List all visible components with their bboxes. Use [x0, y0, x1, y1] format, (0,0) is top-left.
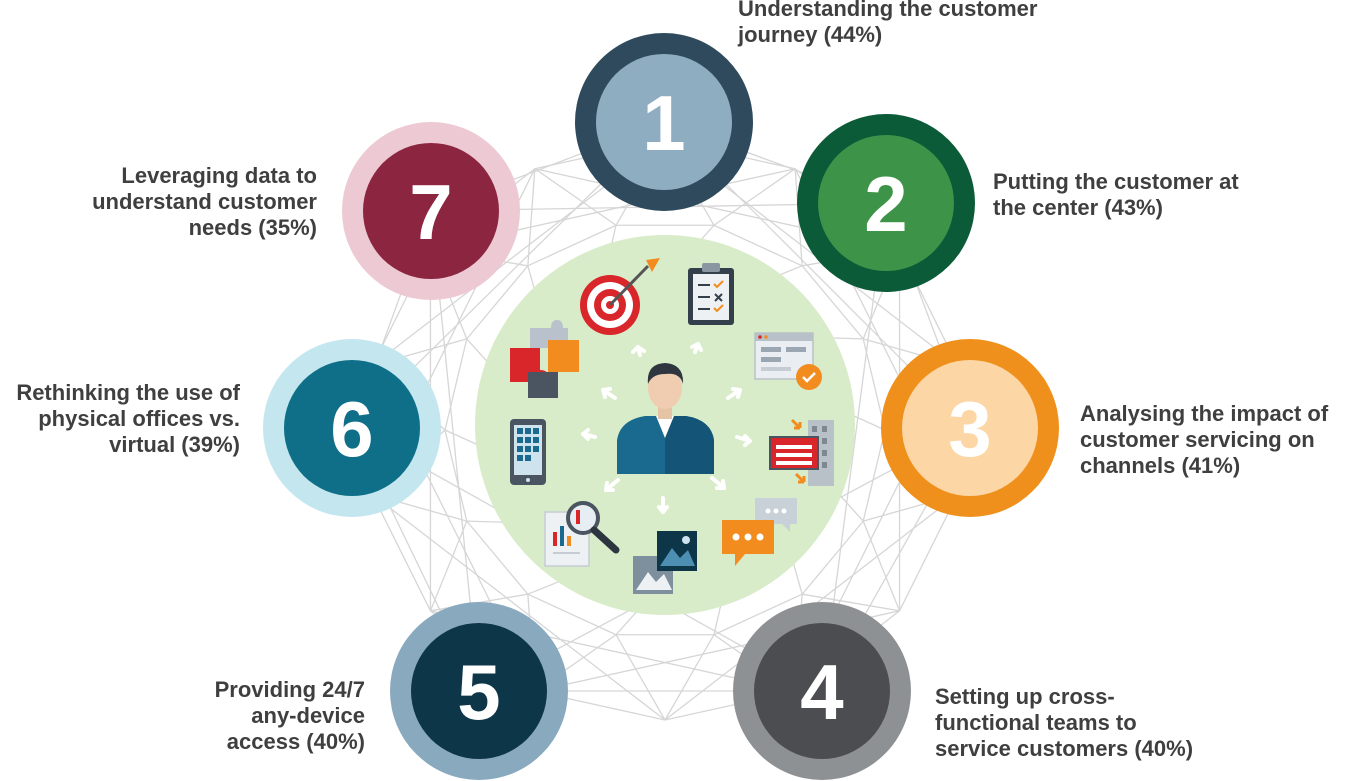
step-number: 6: [330, 385, 373, 473]
step-core: [411, 623, 547, 759]
step-core: [902, 360, 1038, 496]
web-line: [862, 429, 886, 522]
label-line: Providing 24/7: [214, 677, 365, 702]
checklist-icon: [688, 263, 734, 325]
web-line: [801, 265, 864, 340]
step-number: 7: [409, 168, 452, 256]
label-step-1: Understanding the customer journey (44%): [738, 0, 1037, 48]
label-line: physical offices vs.: [38, 406, 240, 431]
label-line: Leveraging data to: [121, 163, 317, 188]
label-line: Analysing the impact of: [1080, 401, 1329, 426]
chat-bubbles-icon: [722, 498, 797, 566]
step-number: 2: [864, 160, 907, 248]
label-line: service customers (40%): [935, 736, 1194, 761]
label-line: channels (41%): [1080, 453, 1241, 478]
report-magnifier-icon: [544, 501, 620, 567]
puzzle-icon: [510, 320, 579, 398]
web-line: [862, 338, 886, 431]
label-line: Putting the customer at: [993, 169, 1239, 194]
storefront-icon: [769, 418, 834, 486]
label-line: any-device: [251, 703, 365, 728]
step-core: [596, 54, 732, 190]
step-core: [818, 135, 954, 271]
label-line: understand customer: [92, 189, 317, 214]
step-nodes: 1 2 3 4 5 6 7: [263, 33, 1059, 780]
step-core: [284, 360, 420, 496]
web-line: [615, 634, 666, 721]
label-line: Setting up cross-: [935, 684, 1115, 709]
label-step-2: Putting the customer at the center (43%): [993, 169, 1239, 221]
web-line: [527, 168, 536, 266]
step-number: 5: [457, 648, 500, 736]
web-line: [713, 593, 803, 636]
picture-icon: [633, 531, 697, 594]
label-step-5: Providing 24/7 any-device access (40%): [215, 677, 365, 755]
label-line: functional teams to: [935, 710, 1137, 735]
web-line: [527, 593, 617, 636]
step-node-4: 4: [733, 602, 911, 780]
step-number: 4: [800, 648, 843, 736]
step-node-1: 1: [575, 33, 753, 211]
label-step-6: Rethinking the use of physical offices v…: [16, 380, 240, 458]
step-number: 1: [642, 79, 685, 167]
web-line: [429, 520, 468, 612]
label-line: access (40%): [226, 729, 365, 754]
step-node-7: 7: [342, 122, 520, 300]
label-line: journey (44%): [738, 22, 883, 47]
label-line: Understanding the customer: [738, 0, 1038, 21]
browser-window-icon: [754, 332, 822, 390]
tablet-icon: [510, 419, 546, 485]
web-line: [527, 224, 617, 267]
web-line: [862, 520, 901, 612]
step-core: [363, 143, 499, 279]
label-step-4: Setting up cross- functional teams to se…: [935, 684, 1193, 762]
label-step-7: Leveraging data to understand customer n…: [92, 163, 317, 241]
web-line: [466, 265, 529, 340]
label-line: virtual (39%): [109, 432, 240, 457]
target-icon: [580, 258, 660, 335]
web-line: [444, 338, 468, 431]
radiating-arrows: [581, 342, 752, 514]
web-line: [371, 494, 432, 612]
web-line: [713, 168, 796, 226]
label-line: Rethinking the use of: [16, 380, 240, 405]
label-line: customer servicing on: [1080, 427, 1315, 452]
web-line: [466, 520, 529, 595]
web-line: [664, 634, 715, 721]
step-core: [754, 623, 890, 759]
web-line: [534, 168, 617, 226]
web-line: [444, 429, 468, 522]
web-line: [802, 593, 900, 612]
web-line: [372, 494, 666, 721]
label-step-3: Analysing the impact of customer servici…: [1080, 401, 1328, 479]
web-line: [801, 520, 864, 595]
step-number: 3: [948, 385, 991, 473]
web-line: [713, 224, 803, 267]
step-node-3: 3: [881, 339, 1059, 517]
step-node-5: 5: [390, 602, 568, 780]
step-node-6: 6: [263, 339, 441, 517]
step-node-2: 2: [797, 114, 975, 292]
label-line: needs (35%): [188, 215, 317, 240]
label-line: the center (43%): [993, 195, 1163, 220]
person-icon: [617, 363, 714, 474]
